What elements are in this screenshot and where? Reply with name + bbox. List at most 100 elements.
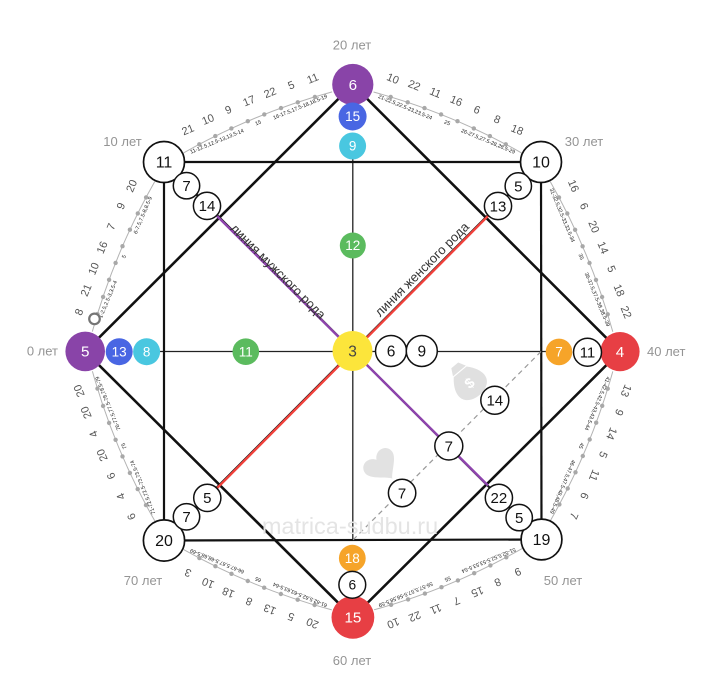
svg-text:45: 45 <box>577 442 585 450</box>
svg-text:10: 10 <box>200 112 216 128</box>
svg-text:22: 22 <box>262 85 278 101</box>
svg-text:55: 55 <box>443 574 451 582</box>
svg-text:9: 9 <box>417 343 426 360</box>
svg-text:22: 22 <box>407 608 423 624</box>
svg-text:9: 9 <box>349 139 357 154</box>
svg-text:0 лет: 0 лет <box>27 344 58 359</box>
svg-text:13: 13 <box>618 383 634 399</box>
svg-text:5: 5 <box>514 178 522 195</box>
svg-text:30 лет: 30 лет <box>565 134 603 149</box>
svg-text:10: 10 <box>200 575 216 591</box>
svg-text:11: 11 <box>428 601 443 616</box>
svg-text:9: 9 <box>224 104 234 117</box>
svg-text:4: 4 <box>115 491 128 501</box>
svg-text:65: 65 <box>254 575 262 583</box>
svg-text:20: 20 <box>79 404 95 420</box>
svg-text:20: 20 <box>95 447 111 463</box>
svg-text:19: 19 <box>533 532 551 549</box>
svg-text:5: 5 <box>203 490 211 507</box>
svg-text:10: 10 <box>385 615 401 631</box>
svg-text:31-32.5,32.5-33,33.5-34: 31-32.5,32.5-33,33.5-34 <box>548 188 576 244</box>
svg-text:25: 25 <box>443 120 451 128</box>
svg-text:11: 11 <box>586 468 601 483</box>
svg-text:35: 35 <box>577 253 585 261</box>
svg-text:8: 8 <box>492 575 502 588</box>
svg-text:6: 6 <box>348 578 356 593</box>
svg-text:6: 6 <box>472 104 482 117</box>
svg-text:9: 9 <box>115 201 128 211</box>
svg-text:линия женского рода: линия женского рода <box>372 219 473 320</box>
svg-text:6: 6 <box>105 471 118 481</box>
svg-text:7: 7 <box>567 510 580 520</box>
svg-text:7: 7 <box>445 438 453 455</box>
svg-text:8: 8 <box>73 307 86 317</box>
svg-text:75: 75 <box>121 442 129 450</box>
svg-text:16: 16 <box>448 94 464 110</box>
svg-text:15: 15 <box>254 120 262 128</box>
svg-text:9: 9 <box>512 564 522 577</box>
svg-text:matrica-sudbu.ru: matrica-sudbu.ru <box>262 513 438 539</box>
svg-text:3: 3 <box>348 343 357 360</box>
svg-text:12: 12 <box>345 238 360 253</box>
svg-text:16: 16 <box>565 178 581 194</box>
svg-text:5: 5 <box>81 344 89 361</box>
svg-text:22: 22 <box>491 490 508 507</box>
svg-text:15: 15 <box>469 583 485 599</box>
svg-text:11: 11 <box>428 86 443 101</box>
svg-text:22: 22 <box>618 304 634 320</box>
svg-text:71-72.5,72.5-73,73.5-74: 71-72.5,72.5-73,73.5-74 <box>130 459 158 515</box>
svg-text:5: 5 <box>121 254 128 259</box>
svg-text:8: 8 <box>143 344 151 359</box>
svg-text:4: 4 <box>88 429 101 439</box>
svg-text:21: 21 <box>79 282 95 298</box>
svg-text:18: 18 <box>221 584 237 600</box>
svg-text:15: 15 <box>345 109 360 124</box>
svg-text:6: 6 <box>387 343 396 360</box>
svg-text:4: 4 <box>616 344 624 361</box>
svg-text:26-27.5,27.5-28,28.5-29: 26-27.5,27.5-28,28.5-29 <box>460 128 516 156</box>
svg-text:66-67.5,67.5-68,68.5-69: 66-67.5,67.5-68,68.5-69 <box>189 547 245 574</box>
svg-text:18: 18 <box>345 551 360 566</box>
svg-text:5: 5 <box>515 510 523 527</box>
svg-text:7: 7 <box>182 178 190 195</box>
svg-text:5: 5 <box>596 449 609 459</box>
svg-text:7: 7 <box>451 593 461 606</box>
svg-text:11: 11 <box>239 344 253 359</box>
svg-text:15: 15 <box>344 610 361 627</box>
svg-text:20: 20 <box>305 615 321 631</box>
svg-text:10: 10 <box>385 71 401 87</box>
svg-text:9: 9 <box>612 407 625 417</box>
svg-text:20: 20 <box>124 178 140 194</box>
svg-text:50 лет: 50 лет <box>544 573 582 588</box>
svg-text:18: 18 <box>611 283 627 299</box>
svg-text:14: 14 <box>603 426 619 442</box>
svg-text:10: 10 <box>86 261 102 277</box>
svg-text:14: 14 <box>199 198 216 215</box>
svg-text:18: 18 <box>509 123 525 139</box>
svg-text:7: 7 <box>555 345 563 360</box>
svg-text:6: 6 <box>577 201 590 211</box>
svg-text:51-52.5,52.5-53,53.5-54: 51-52.5,52.5-53,53.5-54 <box>460 546 516 574</box>
svg-text:10 лет: 10 лет <box>103 134 141 149</box>
svg-text:3: 3 <box>183 565 193 578</box>
svg-text:6: 6 <box>349 77 357 94</box>
svg-text:13: 13 <box>490 198 507 215</box>
svg-text:6: 6 <box>577 490 590 500</box>
svg-text:20: 20 <box>585 219 601 235</box>
svg-text:70 лет: 70 лет <box>124 573 162 588</box>
svg-text:5: 5 <box>604 264 617 274</box>
svg-text:60 лет: 60 лет <box>333 653 371 668</box>
svg-text:20 лет: 20 лет <box>333 38 371 53</box>
svg-text:11: 11 <box>580 344 596 361</box>
svg-text:8: 8 <box>492 113 502 126</box>
svg-text:8: 8 <box>244 594 254 607</box>
svg-text:14: 14 <box>595 240 611 256</box>
svg-text:20: 20 <box>72 383 88 399</box>
svg-text:7: 7 <box>182 509 190 526</box>
svg-text:11: 11 <box>305 71 320 86</box>
svg-text:7: 7 <box>105 222 118 232</box>
svg-text:14: 14 <box>486 393 503 410</box>
svg-text:16: 16 <box>95 240 111 256</box>
svg-text:22: 22 <box>406 78 422 94</box>
svg-text:10: 10 <box>532 155 550 172</box>
